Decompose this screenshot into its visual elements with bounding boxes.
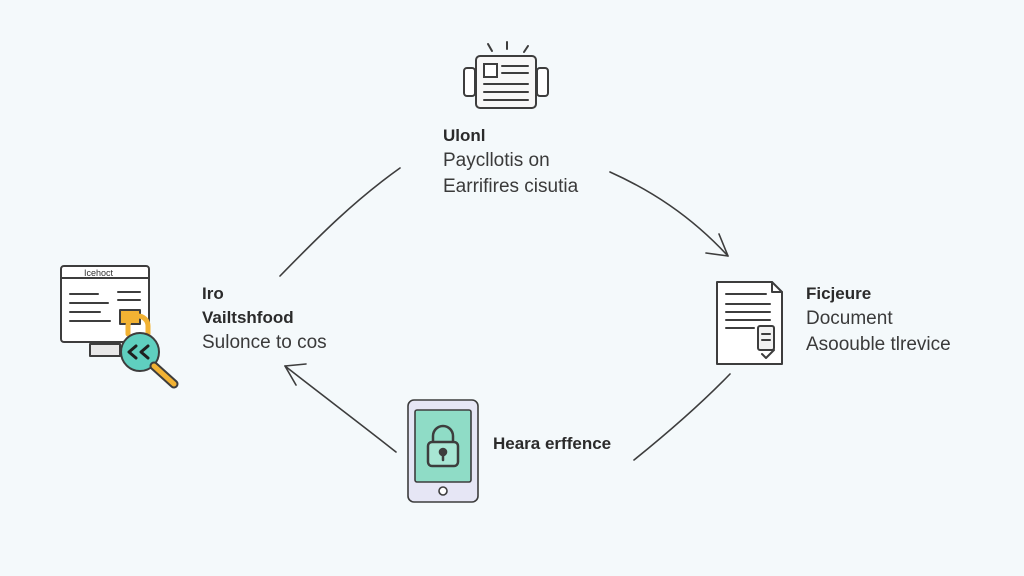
arrow-bottom-to-left-head [284,363,307,386]
top-node-line-2: Earrifires cisutia [443,176,579,197]
arrow-left-to-top [279,167,401,277]
computer-lock-search-icon: Icehoct [60,265,179,389]
top-node-line-1: Paycllotis on [443,150,550,171]
printer-icon [463,41,549,109]
arrow-top-to-right-head [705,233,729,257]
arrow-top-to-right [609,171,729,257]
phone-lock-icon [407,399,479,503]
right-node-title: Ficjeure [806,284,872,303]
right-node-label: Ficjeure Document Asoouble tlrevice [806,282,951,358]
top-node-title: Ulonl [443,126,486,145]
right-node-line-2: Asoouble tlrevice [806,334,951,355]
left-node-title-2: Vailtshfood [202,308,294,327]
screen-label: Icehoct [84,268,114,278]
arrow-bottom-to-left [284,365,397,453]
left-node-label: Iro Vailtshfood Sulonce to cos [202,282,327,356]
document-icon [716,281,783,365]
left-node-title-1: Iro [202,284,224,303]
bottom-node-label: Heara erffence [493,432,611,456]
top-node-label: Ulonl Paycllotis on Earrifires cisutia [443,124,578,200]
bottom-node-title: Heara erffence [493,434,612,453]
right-node-line-1: Document [806,308,893,329]
arrow-right-to-bottom [633,373,731,461]
left-node-line: Sulonce to cos [202,332,327,353]
